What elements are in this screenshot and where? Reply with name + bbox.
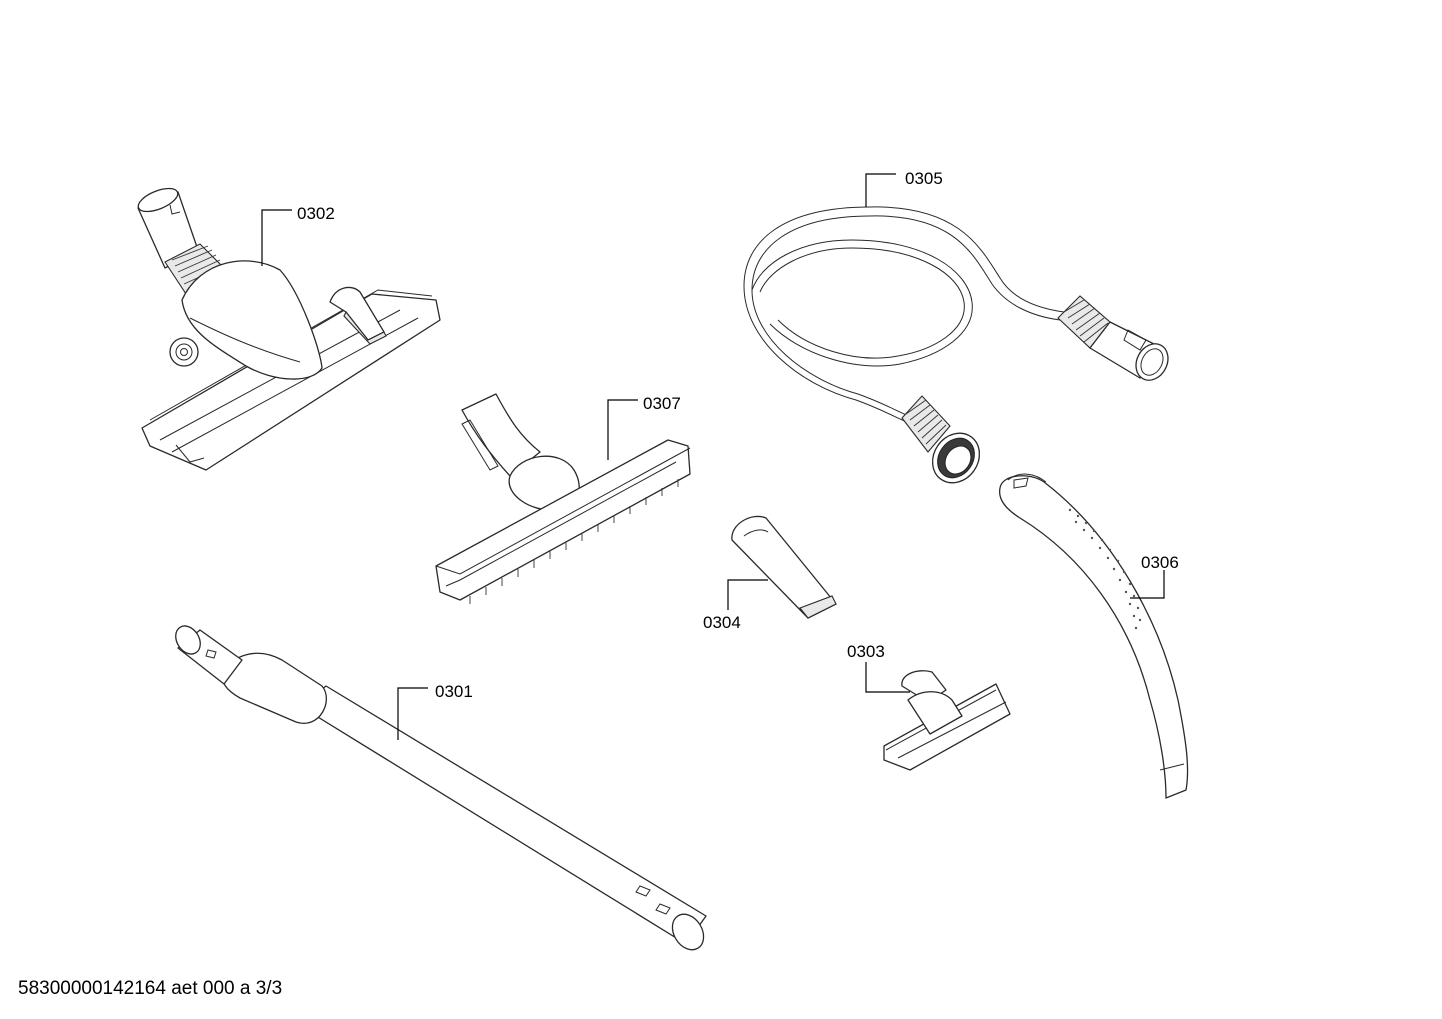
crevice-tool-0304: 0304 xyxy=(703,515,837,632)
callout-0306: 0306 xyxy=(1141,553,1179,572)
callout-0304: 0304 xyxy=(703,613,741,632)
callout-0302: 0302 xyxy=(297,204,335,223)
callout-0307: 0307 xyxy=(643,394,681,413)
handle-bend-0306: 0306 xyxy=(998,473,1189,799)
callout-0301: 0301 xyxy=(435,682,473,701)
floor-nozzle-0302: 0302 xyxy=(137,187,441,471)
telescopic-tube-0301: 0301 xyxy=(175,625,707,951)
callout-0305: 0305 xyxy=(905,169,943,188)
document-code: 58300000142164 aet 000 a 3/3 xyxy=(18,978,283,999)
suction-hose-0305: 0305 xyxy=(743,169,1169,484)
upholstery-nozzle-0303: 0303 xyxy=(847,642,1011,771)
callout-0303: 0303 xyxy=(847,642,885,661)
parquet-brush-0307: 0307 xyxy=(435,393,691,604)
